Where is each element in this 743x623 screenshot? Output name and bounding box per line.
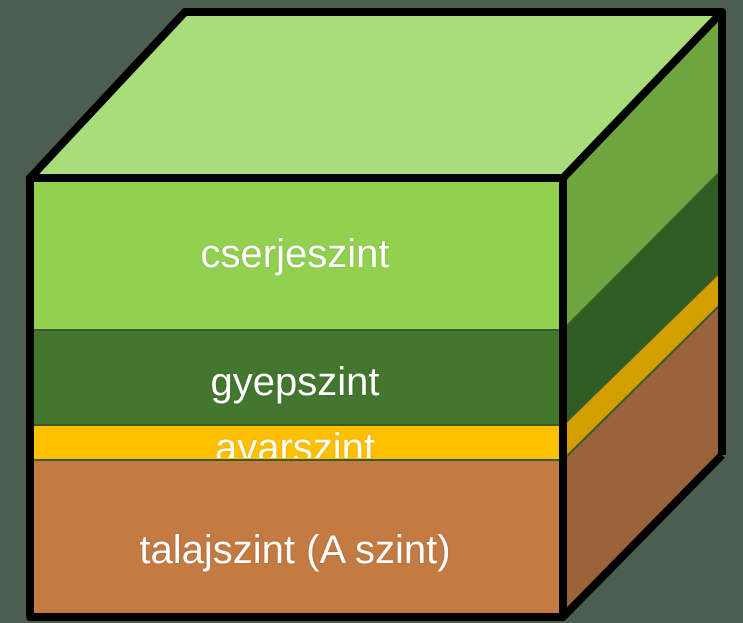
- side-band-grass: [563, 170, 722, 425]
- side-band-soil: [563, 303, 722, 617]
- front-band-soil: [30, 460, 563, 617]
- layer-separators: [30, 169, 723, 461]
- side-band-litter: [563, 270, 722, 460]
- cube-outline: [26, 8, 726, 621]
- side-band-shrub: [563, 12, 722, 330]
- layer-label-litter: avarszint: [214, 428, 376, 458]
- layer-label-grass: gyepszint: [210, 360, 380, 404]
- front-band-grass: [30, 330, 563, 425]
- layer-label-soil: talajszint (A szint): [139, 528, 451, 572]
- cube-top-face: [30, 12, 722, 178]
- front-band-shrub: [30, 178, 563, 330]
- layer-label-shrub: cserjeszint: [200, 232, 390, 276]
- front-band-litter: [30, 425, 563, 460]
